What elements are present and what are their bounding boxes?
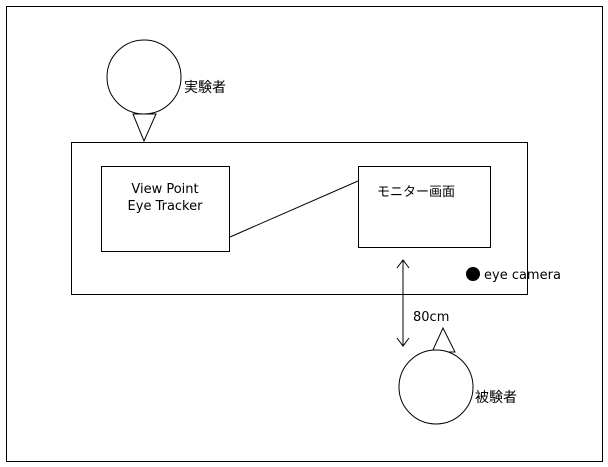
eye-tracker-label-line2: Eye Tracker xyxy=(128,199,204,214)
experimenter-label: 実験者 xyxy=(184,80,226,96)
outer-frame xyxy=(6,6,603,462)
monitor-screen-unit: モニター画面 xyxy=(358,166,491,248)
experimenter-figure: 実験者 xyxy=(106,39,226,143)
connection-cable xyxy=(229,180,359,238)
monitor-screen-label: モニター画面 xyxy=(377,185,455,200)
eye-camera-dot xyxy=(466,267,480,281)
experimenter-nose xyxy=(132,113,157,143)
distance-arrow: 80cm xyxy=(396,259,449,347)
eye-camera-label: eye camera xyxy=(484,268,561,283)
eye-tracker-label-line1: View Point xyxy=(131,182,198,197)
subject-figure: 被験者 xyxy=(398,326,517,425)
eye-tracker-unit: View Point Eye Tracker xyxy=(101,166,230,252)
subject-nose xyxy=(431,326,456,353)
experimenter-head xyxy=(106,39,182,115)
eye-tracker-box xyxy=(101,166,230,252)
subject-head xyxy=(398,349,474,425)
desk xyxy=(71,142,528,295)
subject-label: 被験者 xyxy=(475,390,517,406)
monitor-screen-box xyxy=(358,166,491,248)
distance-arrow-head-bottom xyxy=(396,337,410,347)
eye-camera: eye camera xyxy=(466,267,561,283)
distance-label: 80cm xyxy=(413,310,449,325)
distance-arrow-head-top xyxy=(396,259,410,269)
